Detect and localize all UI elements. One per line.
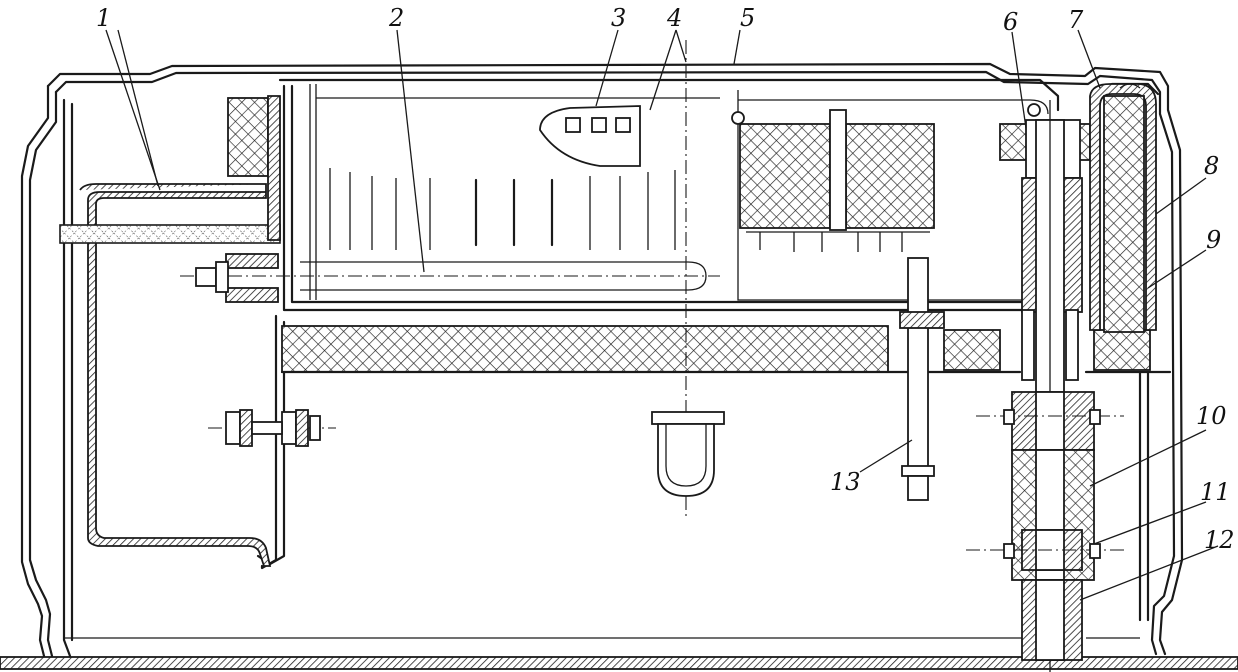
insulation-block-right: [731, 90, 1049, 301]
callout-13: 13: [830, 468, 861, 496]
outer-housing: [20, 62, 1184, 658]
terminal-insulator: [208, 409, 336, 447]
inner-shell: [256, 78, 1060, 570]
callout-1: 1: [96, 4, 111, 32]
callout-4: 4: [666, 4, 682, 32]
part-3-body: [539, 105, 641, 167]
heat-fins: [329, 168, 676, 250]
callout-6: 6: [1003, 8, 1018, 36]
insulation-block-left: [227, 95, 281, 241]
callout-9: 9: [1206, 226, 1221, 254]
callout-10: 10: [1196, 402, 1227, 430]
right-column-assembly: [966, 100, 1124, 672]
callout-11: 11: [1200, 478, 1231, 506]
leader-lines: [105, 29, 1219, 601]
callout-7: 7: [1068, 6, 1084, 34]
callout-12: 12: [1204, 526, 1235, 554]
callout-labels: 1 2 3 4 5 6 7 8 9 10 11 12 13: [96, 4, 1235, 554]
pipe-1: [59, 183, 281, 567]
insulation-layer: [280, 325, 1172, 374]
heater-rod-2: [180, 253, 720, 303]
callout-3: 3: [611, 4, 626, 32]
outlet-fitting: [651, 40, 725, 520]
callout-8: 8: [1204, 152, 1219, 180]
side-insulation-8-9: [1089, 83, 1157, 622]
base-plate: [0, 656, 1238, 670]
callout-2: 2: [388, 4, 404, 32]
callout-5: 5: [740, 4, 755, 32]
bolt-13: [899, 257, 945, 501]
